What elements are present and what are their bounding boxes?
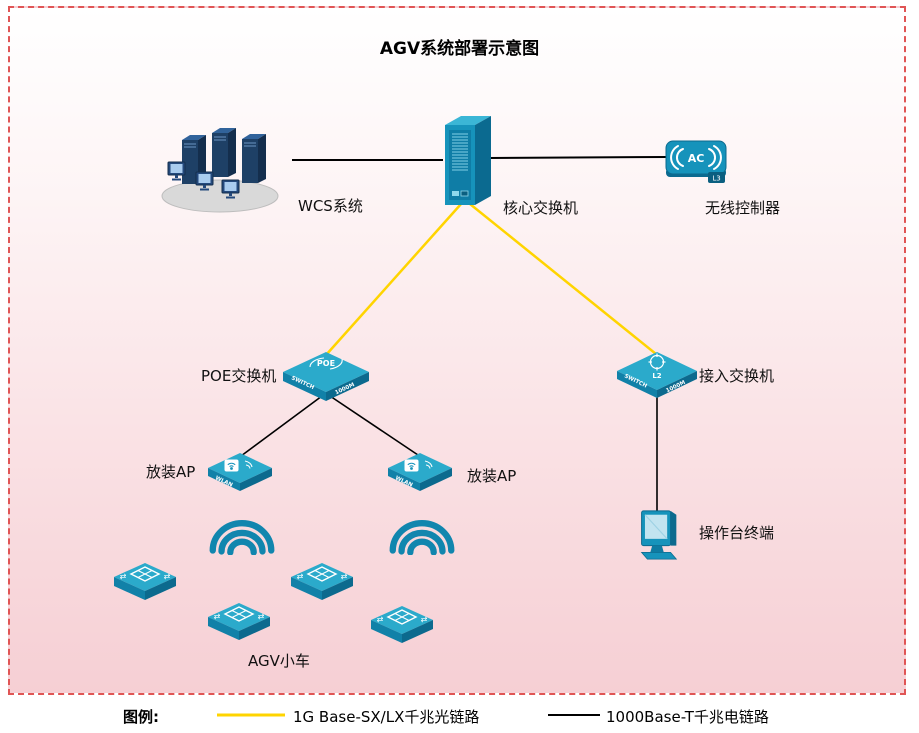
- diagram-title: AGV系统部署示意图: [379, 39, 540, 59]
- poe-switch-node: POE SWITCH 1000M: [281, 348, 371, 406]
- fiber-link-label: 1G Base-SX/LX千兆光链路: [293, 708, 480, 726]
- core-switch-label: 核心交换机: [503, 199, 579, 217]
- wireless-controller-icon: AC L3: [665, 140, 727, 183]
- agv-label: AGV小车: [248, 652, 310, 670]
- ap-right-node: WLAN: [384, 450, 456, 496]
- l3-badge-text: L3: [712, 175, 720, 183]
- agv-node-2: ⇄ ⇄: [204, 600, 274, 646]
- core-switch-node: [437, 112, 493, 208]
- poe-switch-label: POE交换机: [201, 367, 277, 385]
- wifi-signal-icon: [209, 520, 275, 555]
- transfer-arrows-glyph: ⇄: [377, 615, 384, 624]
- terminal-node: [630, 506, 686, 564]
- wifi-signal-icon: [389, 520, 455, 555]
- l2-badge-text: L2: [652, 372, 661, 380]
- poe-switch-icon: POE SWITCH 1000M: [283, 352, 369, 401]
- transfer-arrows-glyph: ⇄: [214, 612, 221, 621]
- copper-link-label: 1000Base-T千兆电链路: [606, 708, 769, 726]
- fiber-link-swatch: [217, 713, 285, 717]
- wireless-controller-label: 无线控制器: [705, 199, 781, 217]
- access-point-icon: WLAN: [208, 453, 272, 491]
- wifi-right-node: [383, 503, 461, 555]
- terminal-icon: [640, 510, 678, 560]
- access-switch-icon: L2 SWITCH 1000M: [617, 352, 697, 398]
- transfer-arrows-glyph: ⇄: [258, 612, 265, 621]
- transfer-arrows-glyph: ⇄: [297, 572, 304, 581]
- copper-link-swatch: [548, 714, 600, 716]
- wcs-node: [158, 106, 298, 218]
- access-switch-node: L2 SWITCH 1000M: [615, 349, 699, 403]
- ap-left-label: 放装AP: [146, 463, 196, 481]
- ap-left-node: WLAN: [204, 450, 276, 496]
- transfer-arrows-glyph: ⇄: [120, 572, 127, 581]
- agv-cart-icon: ⇄ ⇄: [208, 603, 270, 640]
- access-point-icon: WLAN: [388, 453, 452, 491]
- agv-cart-icon: ⇄ ⇄: [371, 606, 433, 643]
- ac-badge-text: AC: [688, 152, 705, 165]
- wireless-controller-node: AC L3: [658, 132, 734, 186]
- server-cluster-icon: [161, 128, 279, 213]
- ap-right-label: 放装AP: [467, 467, 517, 485]
- wcs-label: WCS系统: [298, 197, 363, 215]
- agv-node-4: ⇄ ⇄: [367, 603, 437, 649]
- agv-node-1: ⇄ ⇄: [110, 560, 180, 606]
- transfer-arrows-glyph: ⇄: [164, 572, 171, 581]
- wifi-left-node: [203, 503, 281, 555]
- core-switch-icon: [445, 116, 491, 205]
- agv-cart-icon: ⇄ ⇄: [114, 563, 176, 600]
- access-switch-label: 接入交换机: [699, 367, 775, 385]
- agv-node-3: ⇄ ⇄: [287, 560, 357, 606]
- terminal-label: 操作台终端: [699, 524, 775, 542]
- agv-cart-icon: ⇄ ⇄: [291, 563, 353, 600]
- poe-badge-text: POE: [317, 359, 335, 368]
- transfer-arrows-glyph: ⇄: [341, 572, 348, 581]
- transfer-arrows-glyph: ⇄: [421, 615, 428, 624]
- legend-title: 图例:: [123, 708, 159, 726]
